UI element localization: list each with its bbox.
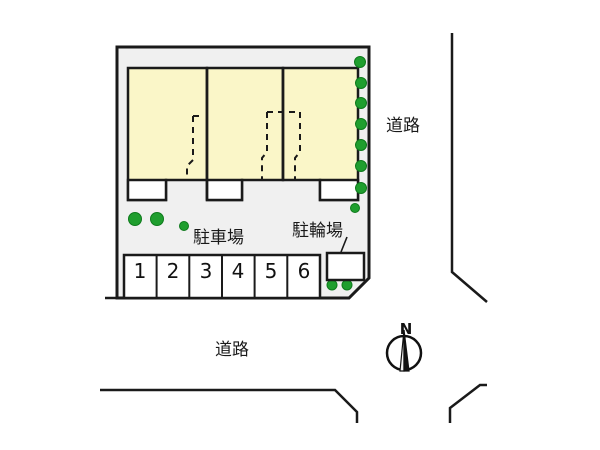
- stall-number-1: 1: [134, 259, 147, 283]
- stall-number-3: 3: [200, 259, 213, 283]
- tree-icon: [355, 97, 367, 109]
- tree-icon: [355, 77, 367, 89]
- dashed-entry-marker-a: [186, 116, 194, 180]
- tree-icon: [128, 212, 142, 226]
- landscaping-trees: [128, 56, 367, 291]
- tree-icon: [354, 56, 366, 68]
- road-label-bottom: 道路: [215, 340, 249, 360]
- stall-number-6: 6: [298, 259, 311, 283]
- road-edge-bottom-right: [448, 383, 487, 423]
- building-unit-middle-entry: [205, 178, 244, 202]
- dashed-entry-marker-b-left: [261, 112, 268, 180]
- apartment-building: [126, 66, 360, 202]
- building-unit-right-entry: [318, 178, 360, 202]
- bicycle-parking-leader-line: [340, 236, 348, 253]
- tree-icon: [355, 160, 367, 172]
- road-label-right: 道路: [386, 116, 420, 136]
- dashed-entry-marker-b-right: [294, 112, 301, 180]
- bicycle-parking-label: 駐輪場: [292, 221, 343, 241]
- tree-icon: [355, 139, 367, 151]
- stall-number-4: 4: [232, 259, 245, 283]
- tree-icon: [355, 182, 367, 194]
- tree-icon: [150, 212, 164, 226]
- bicycle-parking-box: [325, 251, 366, 282]
- parking-lot-label: 駐車場: [193, 228, 244, 248]
- tree-icon: [341, 279, 353, 291]
- road-network: 道路 道路: [100, 33, 488, 423]
- parking-stall-row: 1 2 3 4 5 6: [105, 253, 322, 300]
- stall-number-5: 5: [265, 259, 278, 283]
- road-edge-right: [450, 33, 488, 303]
- compass-needle-right: [403, 329, 410, 372]
- tree-icon: [350, 203, 360, 213]
- tree-icon: [326, 279, 338, 291]
- compass-north-label: N: [400, 320, 413, 338]
- building-unit-left-entry: [126, 178, 168, 202]
- tree-icon: [355, 118, 367, 130]
- bicycle-parking-area: [325, 236, 366, 282]
- stall-number-2: 2: [167, 259, 180, 283]
- road-edge-bottom-left: [100, 388, 359, 423]
- tree-icon: [179, 221, 189, 231]
- compass-rose: N: [385, 320, 423, 372]
